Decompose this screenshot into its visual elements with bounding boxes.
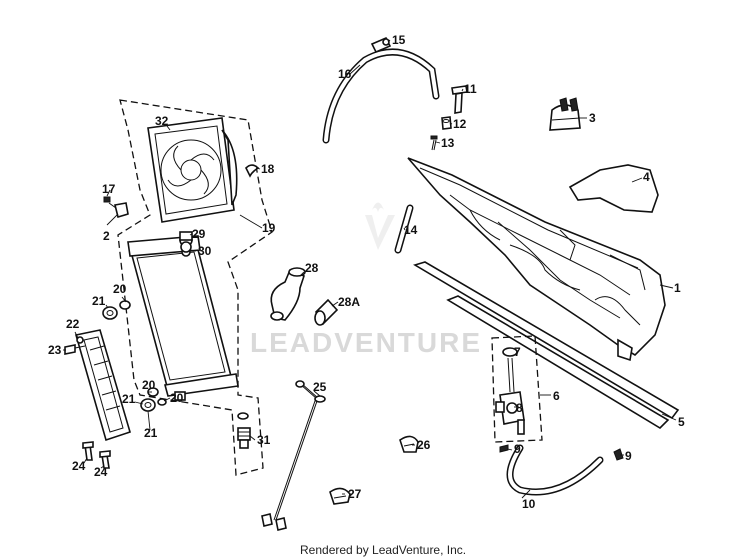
watermark-logo — [365, 202, 395, 250]
radiator-group-outline — [117, 99, 273, 476]
fuel-valve — [495, 347, 525, 435]
callout-5: 5 — [678, 415, 685, 429]
callout-10: 10 — [522, 497, 536, 511]
temperature-sensor — [237, 412, 251, 449]
callout-9b: 9 — [625, 449, 632, 463]
footer-credit: Rendered by LeadVenture, Inc. — [300, 543, 466, 557]
callout-16: 16 — [338, 67, 352, 81]
callout-3: 3 — [589, 111, 596, 125]
callout-14: 14 — [404, 223, 418, 237]
radiator-cap — [179, 231, 193, 253]
callout-21b: 21 — [122, 392, 136, 406]
fuel-cap-3 — [549, 97, 581, 131]
callout-23: 23 — [48, 343, 62, 357]
vent-hose-16 — [322, 48, 440, 144]
hose-clamp-9b — [613, 448, 624, 461]
radiator-side-bracket — [74, 329, 131, 442]
callout-11: 11 — [464, 82, 477, 96]
hose-clip-18 — [245, 164, 260, 178]
callout-21a: 21 — [92, 294, 106, 308]
fuel-hose-10 — [506, 444, 604, 496]
clip-26 — [399, 435, 419, 453]
callout-12: 12 — [453, 117, 467, 131]
coolant-hose-28a — [314, 298, 339, 326]
callout-20c: 20 — [170, 391, 184, 405]
ground-wire — [261, 380, 326, 531]
leader-lines — [63, 39, 677, 499]
callout-28: 28 — [305, 261, 319, 275]
bolt-11 — [451, 85, 468, 114]
washer-12 — [441, 116, 452, 130]
cooling-fan — [147, 117, 238, 223]
callout-31: 31 — [257, 433, 271, 447]
clip-27 — [329, 487, 351, 505]
radiator — [127, 233, 239, 401]
coolant-hose-28 — [270, 267, 306, 321]
callout-15: 15 — [392, 33, 406, 47]
callout-25: 25 — [313, 380, 327, 394]
callout-21c: 21 — [144, 426, 158, 440]
fuel-tank — [407, 157, 666, 362]
callout-4: 4 — [643, 170, 650, 184]
callout-19: 19 — [262, 221, 276, 235]
callout-32: 32 — [155, 114, 169, 128]
pin-13 — [430, 135, 438, 151]
tank-seal-strip — [413, 261, 680, 430]
callout-22: 22 — [66, 317, 80, 331]
callout-2: 2 — [103, 229, 110, 243]
watermark-text: LEADVENTURE — [250, 327, 482, 358]
gasket-4 — [568, 164, 659, 213]
callout-29: 29 — [192, 227, 206, 241]
callout-24a: 24 — [72, 459, 86, 473]
callout-13: 13 — [441, 136, 455, 150]
callout-20a: 20 — [113, 282, 127, 296]
callout-1: 1 — [674, 281, 681, 295]
callout-30: 30 — [198, 244, 212, 258]
left-hardware — [64, 196, 167, 469]
callout-20b: 20 — [142, 378, 156, 392]
callout-28a: 28A — [338, 295, 360, 309]
hose-clamp-9a — [499, 444, 509, 453]
callout-24b: 24 — [94, 465, 108, 479]
callout-6: 6 — [553, 389, 560, 403]
callout-26: 26 — [417, 438, 431, 452]
callout-8: 8 — [516, 401, 523, 415]
callout-17: 17 — [102, 182, 116, 196]
hose-clamp-15 — [370, 36, 392, 54]
fuel-valve-outline — [491, 335, 543, 443]
callout-labels: 1 2 3 4 5 6 7 8 9 9 10 11 12 13 14 15 16… — [48, 33, 685, 511]
callout-9a: 9 — [514, 442, 521, 456]
callout-7: 7 — [514, 345, 521, 359]
callout-27: 27 — [348, 487, 362, 501]
callout-18: 18 — [261, 162, 275, 176]
